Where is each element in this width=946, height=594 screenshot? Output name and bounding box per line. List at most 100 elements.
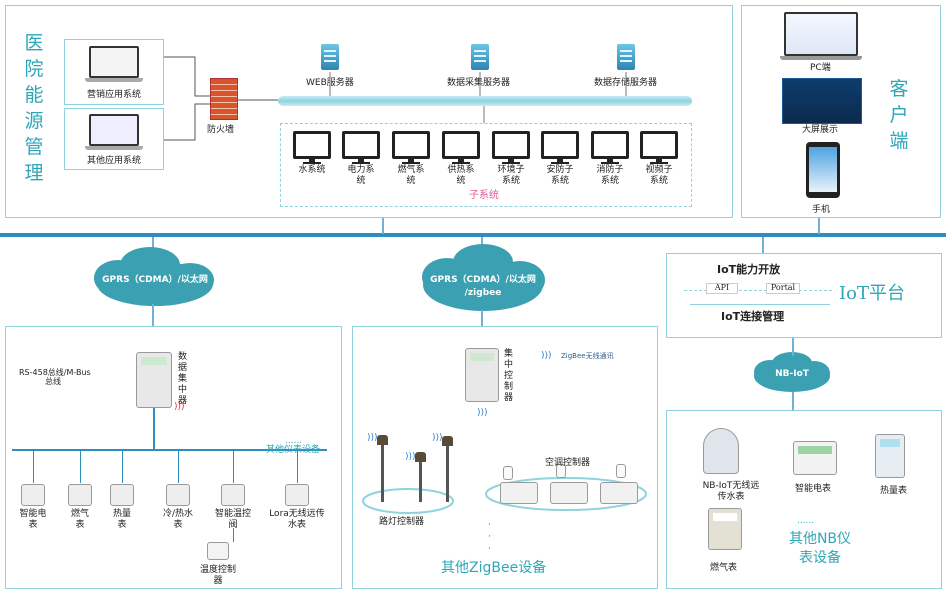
device-label: 热量 [112, 509, 131, 519]
subsystem-label: 统 [456, 176, 466, 186]
subsystem-label: 环境子 [497, 165, 525, 175]
device-label: 水表 [287, 520, 306, 530]
main-bus [0, 233, 946, 237]
client-title: 客 户 端 [887, 76, 911, 154]
ac-controller-icon [600, 482, 638, 504]
monitor-icon [541, 131, 579, 164]
iot-manage-label: IoT连接管理 [721, 310, 785, 323]
nb-smart-meter-label: 智能电表 [795, 484, 832, 494]
device-drop [33, 451, 34, 483]
subsystem-item: 消防子系统 [591, 131, 633, 186]
subsystem-label: 供热系 [447, 165, 475, 175]
firewall-icon [210, 78, 238, 120]
device-label: 冷/热水 [162, 509, 194, 519]
phone-icon [806, 142, 840, 198]
device-drop [233, 451, 234, 483]
nb-water-label-2: 传水表 [717, 492, 745, 502]
web-server-icon [321, 44, 339, 70]
thermostat-link [233, 528, 234, 542]
other-nb-label-2: 表设备 [799, 550, 841, 566]
subsystem-label: 消防子 [596, 165, 624, 175]
subsystem-item: 供热系统 [442, 131, 484, 186]
firewall-label: 防火墙 [207, 125, 235, 135]
meter-device-icon [166, 484, 190, 506]
concentrator-char: 数 [178, 352, 188, 362]
nbiot-label: NB-IoT [775, 369, 809, 379]
nb-heat-meter-icon [875, 434, 905, 478]
controller-char: 集 [504, 349, 514, 359]
meter-device-icon [285, 484, 309, 506]
zigbee-signal-icon: ))) [541, 351, 552, 361]
hospital-title-char: 源 [24, 110, 44, 132]
collect-server-label: 数据采集服务器 [447, 78, 511, 88]
device-label: 表 [173, 520, 183, 530]
controller-char: 器 [504, 393, 514, 403]
iot-divider-2 [690, 304, 830, 305]
subsystem-label: 电力系 [347, 165, 375, 175]
big-screen-icon [782, 78, 862, 124]
hospital-title-char: 理 [24, 162, 44, 184]
wifi-icon: ))) [174, 402, 185, 412]
left-cloud-link [152, 237, 154, 257]
controller-char: 控 [504, 371, 514, 381]
phone-label: 手机 [812, 205, 831, 215]
middle-network-label-2: /zigbee [464, 288, 502, 298]
concentrator-char: 集 [178, 374, 188, 384]
device-label: 阀 [228, 520, 238, 530]
device-drop [297, 451, 298, 483]
big-screen-label: 大屏展示 [802, 125, 839, 135]
subsystem-label: 统 [406, 176, 416, 186]
api-badge: API [706, 283, 738, 294]
hospital-title-char: 能 [24, 84, 44, 106]
subsystem-item: 水系统 [293, 131, 335, 175]
meter-device-icon [221, 484, 245, 506]
hospital-bus-link [382, 218, 384, 234]
meter-device-icon [110, 484, 134, 506]
concentrator-char: 据 [178, 363, 188, 373]
sales-system-label: 营销应用系统 [86, 90, 141, 100]
device-label: 燃气 [70, 509, 89, 519]
laptop-icon [85, 46, 143, 84]
street-lamp-icon [377, 435, 388, 502]
nb-water-meter-icon [703, 428, 739, 474]
left-network-label: GPRS（CDMA）/以太网 [102, 275, 208, 285]
monitor-icon [392, 131, 430, 164]
middle-network-label-1: GPRS（CDMA）/以太网 [430, 275, 536, 285]
monitor-icon [293, 131, 331, 164]
street-lamp-icon [415, 452, 426, 502]
hospital-title-char: 医 [24, 32, 44, 54]
ac-small-icon [616, 464, 626, 478]
ac-controller-icon [550, 482, 588, 504]
subsystem-item: 燃气系统 [392, 131, 434, 186]
concentrator-drop [153, 408, 155, 450]
thermostat-label-2: 器 [213, 576, 223, 586]
nb-gas-meter-label: 燃气表 [710, 563, 738, 573]
device-drop [122, 451, 123, 483]
iot-open-label: IoT能力开放 [717, 263, 781, 276]
zigbee-controller-icon [465, 348, 499, 402]
subsystem-label: 系统 [550, 176, 569, 186]
other-system-label: 其他应用系统 [86, 156, 141, 166]
ac-controller-label: 空调控制器 [545, 458, 591, 468]
ac-small-icon [503, 466, 513, 480]
client-bus-link [818, 218, 820, 234]
concentrator-label: 数 据 集 中 器 [178, 352, 187, 407]
street-lamp-icon [442, 436, 453, 502]
wifi-icon: ))) [477, 408, 488, 418]
controller-char: 制 [504, 382, 514, 392]
client-title-char: 户 [889, 104, 909, 126]
device-drop [178, 451, 179, 483]
iot-nb-link [792, 338, 794, 356]
subsystem-item: 电力系统 [342, 131, 384, 186]
data-concentrator-icon [136, 352, 172, 408]
wifi-icon: ))) [405, 452, 416, 462]
zigbee-comm-label: ZigBee无线通讯 [561, 352, 614, 360]
client-title-char: 端 [889, 130, 909, 152]
ac-small-icon [556, 464, 566, 478]
left-panel-link [152, 304, 154, 326]
concentrator-char: 器 [178, 396, 188, 406]
nb-dots: ...... [797, 516, 815, 526]
device-drop [80, 451, 81, 483]
